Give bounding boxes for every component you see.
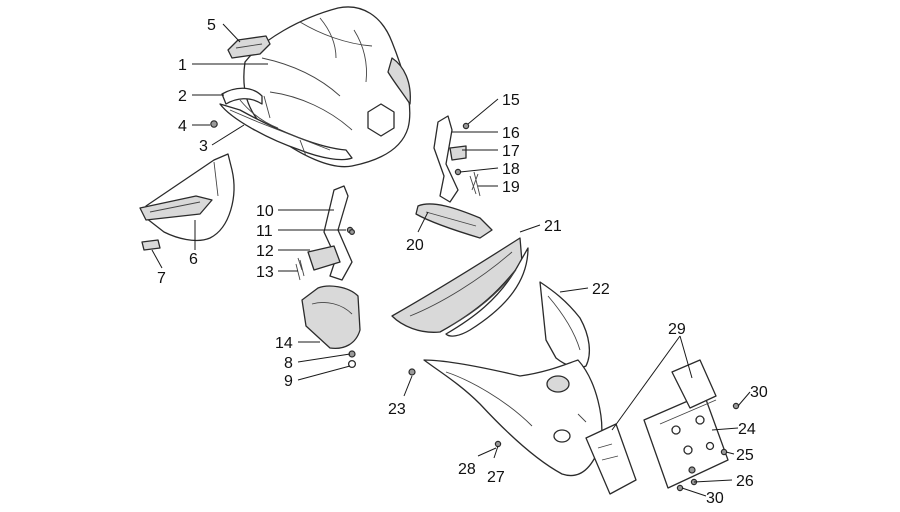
- callout-24: 24: [738, 421, 756, 438]
- callout-4: 4: [178, 118, 187, 135]
- callout-20: 20: [406, 237, 424, 254]
- callout-19: 19: [502, 179, 520, 196]
- callout-7: 7: [157, 270, 166, 287]
- license-plate-bracket: [643, 359, 729, 489]
- callout-9: 9: [284, 373, 293, 390]
- callout-numbers: 5 1 2 4 3 6 7 10 11 12 13 14 8 9 15 16 1…: [157, 17, 768, 507]
- clip-7: [141, 239, 161, 251]
- callout-1: 1: [178, 57, 187, 74]
- callout-29: 29: [668, 321, 686, 338]
- callout-22: 22: [592, 281, 610, 298]
- callout-13: 13: [256, 264, 274, 281]
- left-hinge-assembly: [295, 185, 361, 369]
- callout-18: 18: [502, 161, 520, 178]
- callout-2: 2: [178, 88, 187, 105]
- callout-17: 17: [502, 143, 520, 160]
- reflector-strip: [585, 423, 637, 495]
- callout-11: 11: [256, 223, 273, 240]
- side-bracket-panel: [139, 153, 235, 242]
- callout-5: 5: [207, 17, 216, 34]
- callout-16: 16: [502, 125, 520, 142]
- callout-30-bottom: 30: [706, 490, 724, 507]
- rear-fender-upper: [539, 281, 591, 369]
- callout-25: 25: [736, 447, 754, 464]
- rear-body-cover: [243, 6, 411, 168]
- grab-rail-bracket: [219, 87, 353, 161]
- callout-26: 26: [736, 473, 754, 490]
- tail-cowl: [391, 237, 529, 337]
- screw-4: [210, 120, 218, 128]
- callout-14: 14: [275, 335, 293, 352]
- callout-27: 27: [487, 469, 505, 486]
- leader-lines: [151, 23, 751, 497]
- callout-8: 8: [284, 355, 293, 372]
- callout-15: 15: [502, 92, 520, 109]
- callout-23: 23: [388, 401, 406, 418]
- callout-21: 21: [544, 218, 562, 235]
- callout-12: 12: [256, 243, 274, 260]
- callout-28: 28: [458, 461, 476, 478]
- callout-3: 3: [199, 138, 208, 155]
- callout-30-top: 30: [750, 384, 768, 401]
- callout-10: 10: [256, 203, 274, 220]
- callout-6: 6: [189, 251, 198, 268]
- splash-guard: [423, 359, 603, 477]
- right-hinge-assembly: [415, 115, 493, 239]
